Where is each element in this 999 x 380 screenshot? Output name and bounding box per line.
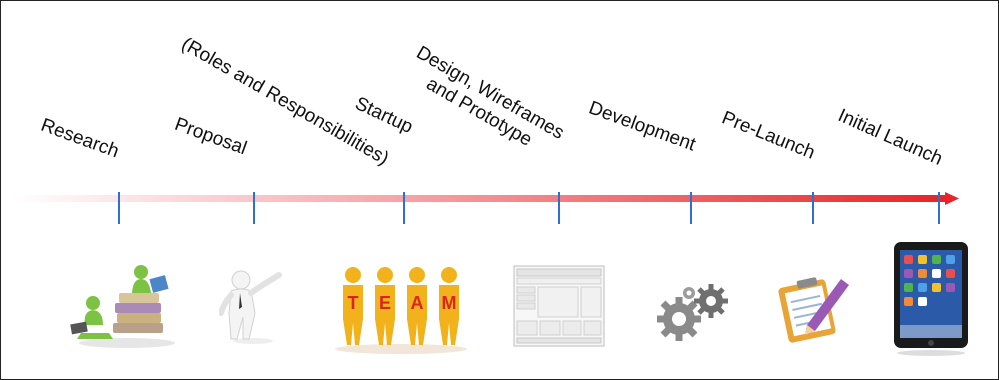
timeline-arrow bbox=[13, 192, 959, 205]
clipboard-check-icon bbox=[777, 269, 851, 343]
tablet-device-icon bbox=[893, 241, 969, 357]
label-initial-launch-text: Initial Launch bbox=[834, 105, 946, 170]
label-research: Research bbox=[38, 115, 122, 163]
team-letter-t: T bbox=[348, 293, 359, 313]
label-initial-launch: Initial Launch bbox=[834, 105, 946, 170]
tick-initial-launch bbox=[938, 192, 940, 224]
tick-development bbox=[690, 192, 692, 224]
tick-proposal bbox=[253, 192, 255, 224]
label-startup: Startup bbox=[351, 93, 416, 139]
presenter-figure-icon bbox=[219, 269, 289, 345]
label-proposal: Proposal bbox=[172, 114, 250, 160]
label-pre-launch-text: Pre-Launch bbox=[718, 107, 818, 164]
label-design: Design, Wireframes and Prototype bbox=[401, 42, 568, 163]
label-pre-launch: Pre-Launch bbox=[718, 107, 818, 164]
tick-pre-launch bbox=[812, 192, 814, 224]
tick-research bbox=[118, 192, 120, 224]
label-research-text: Research bbox=[38, 114, 122, 163]
team-letter-e: E bbox=[379, 293, 391, 313]
label-development: Development bbox=[585, 97, 699, 157]
reading-figures-icon bbox=[69, 263, 179, 349]
tick-design bbox=[558, 192, 560, 224]
team-letter-a: A bbox=[411, 293, 424, 313]
team-letter-m: M bbox=[442, 293, 457, 313]
label-proposal-text: Proposal bbox=[171, 113, 250, 160]
team-figures-icon: T E A M bbox=[331, 263, 471, 355]
label-development-text: Development bbox=[585, 97, 699, 156]
tick-startup bbox=[403, 192, 405, 224]
label-startup-text: Startup bbox=[351, 93, 417, 139]
wireframe-icon bbox=[513, 265, 605, 347]
gears-icon bbox=[653, 281, 735, 345]
